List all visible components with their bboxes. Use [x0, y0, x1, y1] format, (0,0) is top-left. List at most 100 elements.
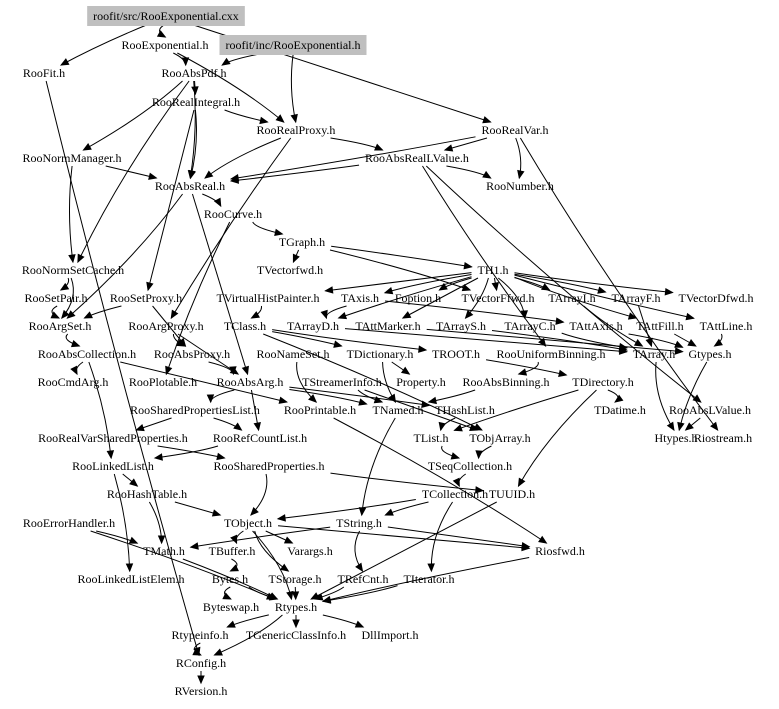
node-th1[interactable]: TH1.h [478, 263, 509, 277]
arrowhead [383, 287, 394, 295]
node-roo-cmd-arg[interactable]: RooCmdArg.h [38, 375, 109, 389]
node-htypes[interactable]: Htypes.h [655, 431, 698, 445]
node-roo-name-set[interactable]: RooNameSet.h [257, 347, 330, 361]
node-tbuffer[interactable]: TBuffer.h [209, 544, 256, 558]
node-rversion[interactable]: RVersion.h [175, 684, 228, 698]
node-roo-abs-collection[interactable]: RooAbsCollection.h [38, 347, 136, 361]
node-tref-cnt[interactable]: TRefCnt.h [338, 572, 389, 586]
node-roo-abs-real[interactable]: RooAbsReal.h [155, 179, 225, 193]
node-roo-shared-properties-list[interactable]: RooSharedPropertiesList.h [130, 403, 260, 417]
node-riostream[interactable]: Riostream.h [694, 431, 752, 445]
node-roo-curve[interactable]: RooCurve.h [204, 207, 262, 221]
node-foption[interactable]: Foption.h [395, 291, 441, 305]
node-roo-real-proxy[interactable]: RooRealProxy.h [257, 123, 336, 137]
node-tstring[interactable]: TString.h [336, 516, 382, 530]
node-riosfwd[interactable]: Riosfwd.h [535, 544, 585, 558]
node-tmath[interactable]: TMath.h [143, 544, 185, 558]
node-roo-real-var-shared-properties[interactable]: RooRealVarSharedProperties.h [38, 431, 188, 445]
node-tvectorfwd[interactable]: TVectorfwd.h [257, 263, 323, 277]
node-roo-set-proxy[interactable]: RooSetProxy.h [110, 291, 182, 305]
node-tnamed[interactable]: TNamed.h [373, 403, 424, 417]
node-varargs[interactable]: Varargs.h [287, 544, 332, 558]
node-roo-abs-binning[interactable]: RooAbsBinning.h [462, 375, 549, 389]
node-roo-abs-real-lvalue[interactable]: RooAbsRealLValue.h [365, 151, 469, 165]
node-roo-hash-table[interactable]: RooHashTable.h [107, 487, 187, 501]
node-roo-printable[interactable]: RooPrintable.h [284, 403, 356, 417]
node-tatt-line[interactable]: TAttLine.h [700, 319, 753, 333]
node-roo-error-handler[interactable]: RooErrorHandler.h [23, 516, 115, 530]
node-tarray-f[interactable]: TArrayF.h [611, 291, 660, 305]
node-tarray[interactable]: TArray.h [633, 347, 676, 361]
node-tstreamer-info[interactable]: TStreamerInfo.h [302, 375, 382, 389]
node-tarray-i[interactable]: TArrayI.h [548, 291, 595, 305]
node-roo-abs-proxy[interactable]: RooAbsProxy.h [154, 347, 230, 361]
node-rconfig[interactable]: RConfig.h [176, 656, 226, 670]
node-tarray-d[interactable]: TArrayD.h [287, 319, 339, 333]
node-label: RooAbsLValue.h [669, 403, 751, 417]
arrowhead [517, 477, 526, 488]
node-tvector-dfwd[interactable]: TVectorDfwd.h [679, 291, 754, 305]
node-roo-arg-proxy[interactable]: RooArgProxy.h [128, 319, 203, 333]
node-gtypes[interactable]: Gtypes.h [689, 347, 732, 361]
edge-src-to-roo-fit [60, 23, 150, 66]
node-tatt-marker[interactable]: TAttMarker.h [355, 319, 420, 333]
node-tgraph[interactable]: TGraph.h [279, 235, 325, 249]
node-taxis[interactable]: TAxis.h [341, 291, 379, 305]
edge-line [189, 80, 196, 179]
node-inc[interactable]: roofit/inc/RooExponential.h [219, 35, 367, 55]
node-roo-shared-properties[interactable]: RooSharedProperties.h [214, 459, 325, 473]
node-roo-norm-manager[interactable]: RooNormManager.h [23, 151, 122, 165]
node-tatt-fill[interactable]: TAttFill.h [636, 319, 683, 333]
edge-tatt-marker-to-gtypes [426, 328, 684, 355]
node-tuuid[interactable]: TUUID.h [489, 487, 535, 501]
node-dll-import[interactable]: DllImport.h [362, 628, 419, 642]
node-tdirectory[interactable]: TDirectory.h [572, 375, 634, 389]
edge-roo-ref-count-list-to-roo-linked-list [153, 445, 219, 461]
node-roo-arg-set[interactable]: RooArgSet.h [29, 319, 92, 333]
node-thash-list[interactable]: THashList.h [435, 403, 495, 417]
node-tdictionary[interactable]: TDictionary.h [347, 347, 414, 361]
node-roo-exponential[interactable]: RooExponential.h [122, 38, 209, 52]
node-tarray-s[interactable]: TArrayS.h [436, 319, 486, 333]
node-tstorage[interactable]: TStorage.h [269, 572, 322, 586]
node-roo-linked-list[interactable]: RooLinkedList.h [72, 459, 154, 473]
edge-tgraph-to-tvectorfwd [292, 249, 300, 264]
edge-roo-error-handler-to-rtypes [90, 530, 276, 600]
node-tseq-collection[interactable]: TSeqCollection.h [428, 459, 512, 473]
edge-roo-shared-properties-to-tobject [250, 473, 268, 516]
node-roo-uniform-binning[interactable]: RooUniformBinning.h [496, 347, 605, 361]
node-tobject[interactable]: TObject.h [224, 516, 272, 530]
node-roo-fit[interactable]: RooFit.h [23, 66, 65, 80]
node-tvector-ffwd[interactable]: TVectorFfwd.h [462, 291, 535, 305]
node-titerator[interactable]: TIterator.h [404, 572, 455, 586]
node-src[interactable]: roofit/src/RooExponential.cxx [87, 6, 245, 26]
node-roo-real-integral[interactable]: RooRealIntegral.h [152, 95, 240, 109]
node-bytes[interactable]: Bytes.h [212, 572, 248, 586]
node-tcollection[interactable]: TCollection.h [422, 487, 488, 501]
node-tdatime[interactable]: TDatime.h [594, 403, 646, 417]
node-roo-norm-set-cache[interactable]: RooNormSetCache.h [22, 263, 124, 277]
node-rtypes[interactable]: Rtypes.h [275, 600, 317, 614]
node-roo-linked-list-elem[interactable]: RooLinkedListElem.h [78, 572, 185, 586]
node-tclass[interactable]: TClass.h [224, 319, 266, 333]
node-tgeneric-class-info[interactable]: TGenericClassInfo.h [246, 628, 346, 642]
node-roo-abs-pdf[interactable]: RooAbsPdf.h [161, 66, 226, 80]
node-tatt-axis[interactable]: TAttAxis.h [569, 319, 622, 333]
node-roo-abs-lvalue[interactable]: RooAbsLValue.h [669, 403, 751, 417]
node-tobj-array[interactable]: TObjArray.h [469, 431, 530, 445]
node-roo-ref-count-list[interactable]: RooRefCountList.h [213, 431, 307, 445]
node-property[interactable]: Property.h [396, 375, 446, 389]
node-roo-plotable[interactable]: RooPlotable.h [129, 375, 197, 389]
node-byteswap[interactable]: Byteswap.h [203, 600, 259, 614]
node-roo-real-var[interactable]: RooRealVar.h [482, 123, 549, 137]
node-label: TArray.h [633, 347, 676, 361]
node-roo-number[interactable]: RooNumber.h [486, 179, 554, 193]
edge-th1-to-tvirtual-hist-painter [324, 272, 472, 294]
node-tarray-c[interactable]: TArrayC.h [504, 319, 555, 333]
node-roo-set-pair[interactable]: RooSetPair.h [24, 291, 87, 305]
node-roo-abs-arg[interactable]: RooAbsArg.h [217, 375, 284, 389]
node-tvirtual-hist-painter[interactable]: TVirtualHistPainter.h [217, 291, 320, 305]
node-tlist[interactable]: TList.h [414, 431, 449, 445]
node-troot[interactable]: TROOT.h [432, 347, 480, 361]
node-rtypeinfo[interactable]: Rtypeinfo.h [172, 628, 229, 642]
